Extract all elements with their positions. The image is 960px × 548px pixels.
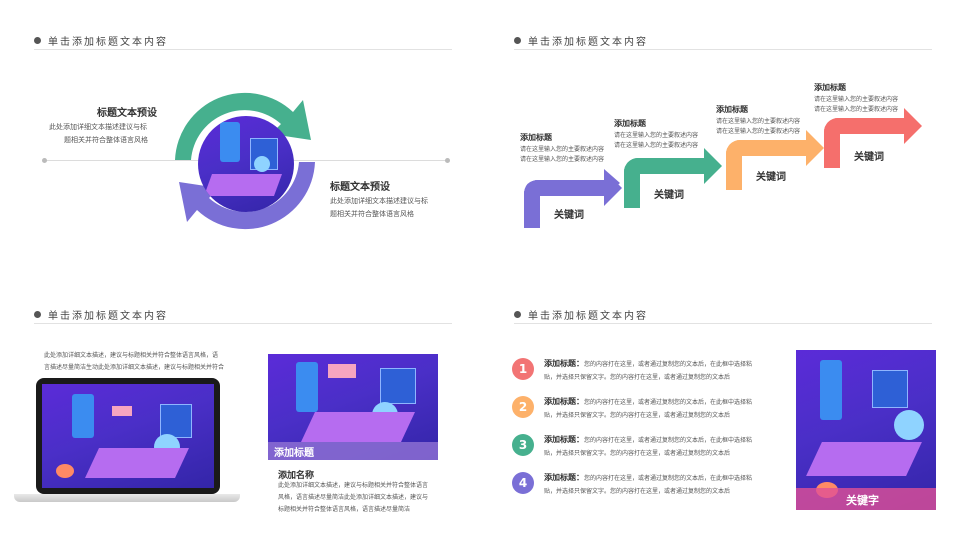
item-heading: 添加标题： [544,435,584,444]
step-heading: 添加标题 [520,133,552,142]
item-line1: 您的内容打在这里，或者通过复制您的文本后，在此框中选择粘 [584,361,753,368]
step-3-arrow [726,128,828,190]
step-keyword: 关键词 [654,190,684,201]
keyword-overlay [796,488,936,510]
panel-laptop: 单击添加标题文本内容 此处添加详细文本描述，建议与标题相关并符合整体语言风格，语… [0,274,480,548]
bullet-dot [34,311,41,318]
item-line2: 贴，并选择只保留文字。您的内容打在这里，或者通过复制您的文本后 [544,488,731,495]
divider-dot-left [42,158,47,163]
step-line1: 请在这里输入您的主要叙述内容 [614,132,699,139]
keyword-image [796,350,936,510]
step-4-arrow [824,106,926,168]
cycle-arrows [175,92,315,230]
panel-header: 单击添加标题文本内容 [34,34,452,50]
header-divider [514,49,932,50]
panel-title: 单击添加标题文本内容 [48,311,168,322]
bullet-dot [34,37,41,44]
desc-line1: 此处添加详细文本描述，建议与标题相关并符合整体语言 [278,482,429,489]
item-line1: 您的内容打在这里，或者通过复制您的文本后，在此框中选择粘 [584,399,753,406]
step-keyword: 关键词 [854,152,884,163]
step-heading: 添加标题 [716,105,748,114]
block2-line2: 题相关并符合整体语言风格 [330,210,414,218]
panel-list: 单击添加标题文本内容 1 添加标题：您的内容打在这里，或者通过复制您的文本后，在… [480,274,960,548]
desc-line3: 标题相关并符合整体语言风格，语言描述尽量简洁 [278,506,411,513]
step-1: 添加标题 请在这里输入您的主要叙述内容 请在这里输入您的主要叙述内容 [520,130,630,230]
desc-line2: 风格，语言描述尽量简洁此处添加详细文本描述，建议与 [278,494,429,501]
item-heading: 添加标题： [544,397,584,406]
step-line1: 请在这里输入您的主要叙述内容 [520,146,605,153]
header-divider [34,49,452,50]
step-heading: 添加标题 [614,119,646,128]
step-3: 添加标题 请在这里输入您的主要叙述内容 请在这里输入您的主要叙述内容 [716,102,826,142]
step-1-arrow [524,168,626,228]
number-badge: 1 [512,358,534,380]
laptop-base [14,494,240,502]
block2-line1: 此处添加详细文本描述建议与标 [330,197,428,205]
cycle-arrow-purple [179,162,315,230]
number-badge: 3 [512,434,534,456]
item-heading: 添加标题： [544,473,584,482]
item-heading: 添加标题： [544,359,584,368]
step-2: 添加标题 请在这里输入您的主要叙述内容 请在这里输入您的主要叙述内容 [614,116,724,156]
block1-line2: 题相关并符合整体语言风格 [64,136,148,144]
feature-overlay [268,442,438,460]
overlay-label: 添加标题 [274,448,314,459]
cycle-arrow-green [175,92,311,160]
step-line2: 请在这里输入您的主要叙述内容 [814,106,899,113]
laptop-screen [42,384,214,488]
panel-title: 单击添加标题文本内容 [528,311,648,322]
divider-dot-right [445,158,450,163]
block1-heading: 标题文本预设 [97,108,157,119]
number-badge: 2 [512,396,534,418]
step-line2: 请在这里输入您的主要叙述内容 [520,156,605,163]
list-item: 添加标题：您的内容打在这里，或者通过复制您的文本后，在此框中选择粘 [544,434,784,447]
step-line2: 请在这里输入您的主要叙述内容 [716,128,801,135]
item-line2: 贴，并选择只保留文字。您的内容打在这里，或者通过复制您的文本后 [544,374,731,381]
item-line1: 您的内容打在这里，或者通过复制您的文本后，在此框中选择粘 [584,437,753,444]
keyword-label: 关键字 [846,494,879,507]
step-line1: 请在这里输入您的主要叙述内容 [814,96,899,103]
header-divider [34,323,452,324]
list-item: 添加标题：您的内容打在这里，或者通过复制您的文本后，在此框中选择粘 [544,396,784,409]
panel-title: 单击添加标题文本内容 [528,37,648,48]
panel-cycle: 单击添加标题文本内容 标题文本预设 此处添加详细文本描述建议与标 题相关并符合整… [0,0,480,274]
step-keyword: 关键词 [756,172,786,183]
item-line1: 您的内容打在这里，或者通过复制您的文本后，在此框中选择粘 [584,475,753,482]
list-item: 添加标题：您的内容打在这里，或者通过复制您的文本后，在此框中选择粘 [544,358,784,371]
item-line2: 贴，并选择只保留文字。您的内容打在这里，或者通过复制您的文本后 [544,412,731,419]
list-item: 添加标题：您的内容打在这里，或者通过复制您的文本后，在此框中选择粘 [544,472,784,485]
step-4: 添加标题 请在这里输入您的主要叙述内容 请在这里输入您的主要叙述内容 [814,80,924,120]
panel-title: 单击添加标题文本内容 [48,37,168,48]
step-2-arrow [624,146,726,208]
intro-line2: 言描述尽量简洁生动此处添加详细文本描述，建议与标题相关并符合 [44,364,225,371]
header-divider [514,323,932,324]
block1-line1: 此处添加详细文本描述建议与标 [49,123,147,131]
number-badge: 4 [512,472,534,494]
step-line1: 请在这里输入您的主要叙述内容 [716,118,801,125]
block2-heading: 标题文本预设 [330,182,390,193]
panel-steps: 单击添加标题文本内容 添加标题 请在这里输入您的主要叙述内容 请在这里输入您的主… [480,0,960,274]
name-heading: 添加名称 [278,471,315,481]
panel-header: 单击添加标题文本内容 [514,308,932,324]
step-keyword: 关键词 [554,210,584,221]
cycle-illustration [198,116,294,212]
step-line2: 请在这里输入您的主要叙述内容 [614,142,699,149]
bullet-dot [514,37,521,44]
intro-line1: 此处添加详细文本描述，建议与标题相关并符合整体语言风格，语 [44,352,219,359]
panel-header: 单击添加标题文本内容 [514,34,932,50]
step-heading: 添加标题 [814,83,846,92]
bullet-dot [514,311,521,318]
panel-header: 单击添加标题文本内容 [34,308,452,324]
item-line2: 贴，并选择只保留文字。您的内容打在这里，或者通过复制您的文本后 [544,450,731,457]
